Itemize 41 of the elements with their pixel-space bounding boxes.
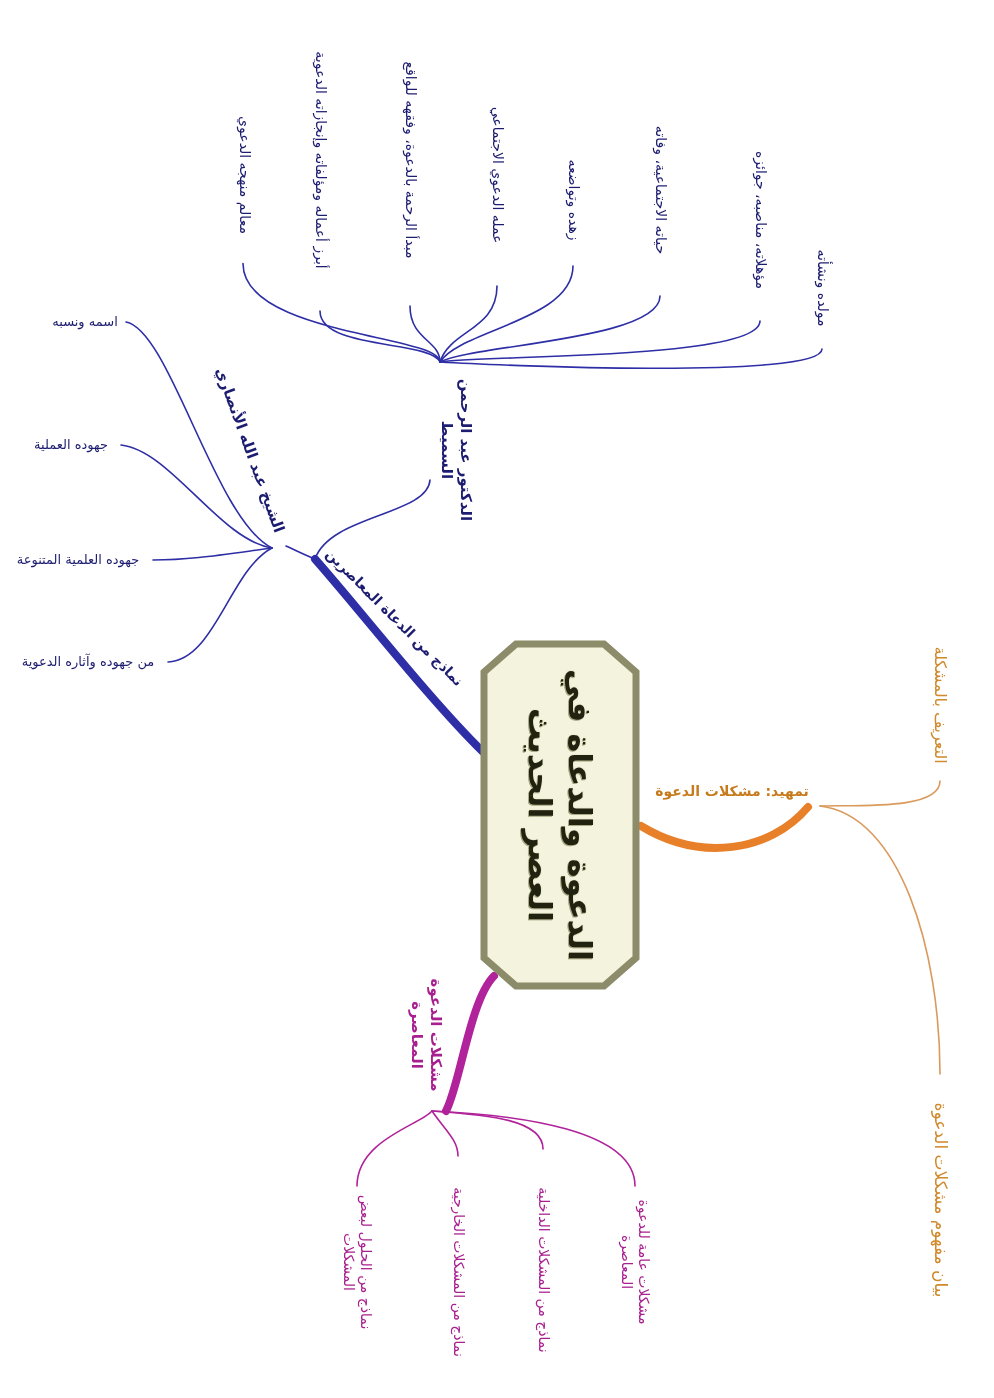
branch-label: الشيخ عبد الله الأنصاري [203, 351, 297, 549]
branch-label: مشكلات الدعوة المعاصرة [400, 960, 452, 1110]
branch-line [431, 1110, 544, 1150]
branch-label: نماذج من المشكلات الخارجية [445, 1157, 471, 1387]
branch-line [439, 265, 574, 363]
branch-label: زهده وتواضعه [560, 135, 586, 265]
branch-line [409, 305, 441, 363]
branch-label: معالم منهجه الدعوي [230, 87, 256, 263]
branch-label: بيان مفهوم مشكلات الدعوة [925, 1075, 955, 1325]
branch-line [120, 444, 273, 549]
central-topic: الدعوة والدعاة في العصر الحديث [520, 668, 600, 963]
branch-line [637, 803, 812, 852]
branch-line [356, 1110, 433, 1187]
branch-line [319, 310, 441, 363]
branch-line [431, 1110, 459, 1157]
branch-line [439, 348, 823, 370]
branch-label: نماذج من الدعاة المعاصرين [313, 537, 475, 699]
branch-label: تمهيد: مشكلات الدعوة [644, 778, 820, 806]
branch-line [152, 547, 273, 561]
branch-label: التعريف بالمشكلة [926, 630, 954, 780]
branch-line [819, 805, 941, 1075]
branch-label: مشكلات عامة للدعوة المعاصرة [612, 1187, 658, 1337]
branch-label: الدكتور عبد الرحمن السميط [430, 362, 480, 538]
branch-label: نماذج من الحلول لبعض المشكلات [334, 1187, 380, 1337]
branch-line [442, 972, 498, 1115]
branch-label: من جهوده وآثاره الدعوية [8, 651, 168, 673]
branch-line [125, 321, 273, 549]
branch-line [167, 547, 273, 663]
branch-label: مولده ونشأته [809, 228, 835, 348]
branch-label: مؤهلاته، مناصبه، جوائزه [738, 120, 782, 320]
branch-line [439, 285, 498, 363]
branch-label: أبرز أعماله ومؤلفاته وإنجازاته الدعوية [297, 10, 343, 310]
branch-line [819, 780, 941, 807]
branch-label: جهوده العلمية المتنوعة [3, 549, 153, 571]
branch-label: نماذج من المشكلات الداخلية [530, 1150, 556, 1390]
branch-label: مبدأ الرحمة بالدعوة، وفقهه للواقع [397, 15, 423, 305]
branch-label: عمله الدعوي الاجتماعي [484, 65, 510, 285]
branch-label: جهوده العملية [21, 434, 121, 456]
branch-label: اسمه ونسبه [44, 311, 126, 333]
branch-label: حياته الاجتماعية، وفاته [638, 85, 682, 295]
branch-line [439, 295, 661, 363]
